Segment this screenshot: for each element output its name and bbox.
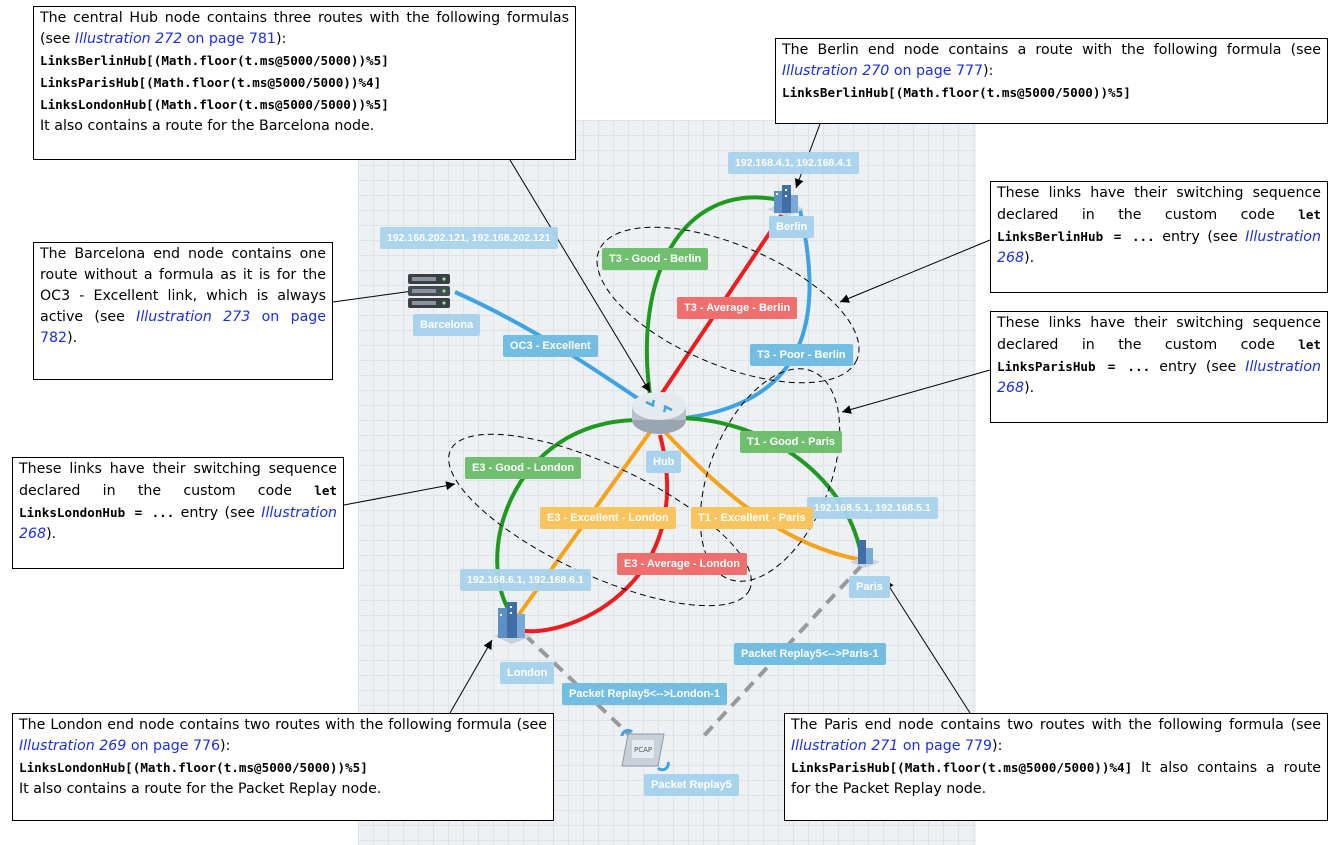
callout-london-links-after: ).: [46, 526, 57, 542]
callout-paris-code1: LinksParisHub[(Math.floor(t.ms@5000/5000…: [791, 760, 1133, 775]
callout-berlin-links: These links have their switching sequenc…: [990, 181, 1328, 293]
link-label-t3-average-berlin[interactable]: T3 - Average - Berlin: [677, 297, 798, 319]
callout-london-links-code: let LinksLondonHub = ...: [19, 483, 337, 520]
callout-berlin-code1: LinksBerlinHub[(Math.floor(t.ms@5000/500…: [782, 85, 1131, 100]
router-icon[interactable]: [630, 386, 688, 438]
callout-hub-code1: LinksBerlinHub[(Math.floor(t.ms@5000/500…: [40, 53, 389, 68]
paris-ip-label: 192.168.5.1, 192.168.5.1: [807, 497, 938, 519]
callout-berlin: The Berlin end node contains a route wit…: [775, 38, 1328, 124]
callout-hub-code3: LinksLondonHub[(Math.floor(t.ms@5000/500…: [40, 97, 389, 112]
building-icon[interactable]: [490, 600, 536, 648]
callout-london-links: These links have their switching sequenc…: [12, 457, 344, 569]
link-label-t3-poor-berlin[interactable]: T3 - Poor - Berlin: [750, 344, 853, 366]
callout-london-ref-ill[interactable]: Illustration 269: [19, 738, 127, 754]
callout-london-links-intro: These links have their switching sequenc…: [19, 461, 337, 499]
berlin-node-label: Berlin: [769, 216, 815, 238]
callout-london-intro: The London end node contains two routes …: [19, 717, 547, 733]
callout-paris-ref-ill[interactable]: Illustration 271: [791, 738, 899, 754]
replay-node-label: Packet Replay5: [644, 774, 739, 796]
callout-barcelona-after: ).: [67, 330, 78, 346]
arrow-hub: [509, 159, 651, 393]
callout-barcelona-ref-page[interactable]: on page 782: [40, 309, 326, 346]
callout-london-ref-page[interactable]: on page 776: [126, 738, 221, 754]
link-label-t1-good-paris[interactable]: T1 - Good - Paris: [740, 431, 843, 453]
callout-hub-code2: LinksParisHub[(Math.floor(t.ms@5000/5000…: [40, 75, 382, 90]
callout-paris-outro: It also contains a route for the Packet …: [791, 760, 1321, 797]
london-node-label: London: [500, 662, 555, 684]
callout-hub-after: ):: [275, 31, 287, 47]
link-label-replay-paris[interactable]: Packet Replay5<-->Paris-1: [734, 643, 886, 665]
callout-london: The London end node contains two routes …: [12, 713, 554, 821]
arrow-barcelona: [332, 286, 421, 303]
london-ip-label: 192.168.6.1, 192.168.6.1: [460, 569, 591, 591]
barcelona-node-label: Barcelona: [413, 314, 481, 336]
link-label-e3-average-london[interactable]: E3 - Average - London: [617, 553, 747, 575]
callout-london-links-ref-ill[interactable]: Illustration 268: [19, 505, 337, 542]
callout-berlin-ref-ill[interactable]: Illustration 270: [782, 63, 890, 79]
arrow-paris: [884, 579, 971, 714]
callout-berlin-links-intro: These links have their switching sequenc…: [997, 185, 1321, 223]
arrow-london-links: [343, 481, 456, 506]
callout-paris-after: ):: [992, 738, 1003, 754]
callout-berlin-intro: The Berlin end node contains a route wit…: [782, 42, 1321, 58]
callout-paris-links-after: ).: [1024, 380, 1035, 396]
callout-paris-links: These links have their switching sequenc…: [990, 311, 1328, 423]
callout-hub-intro: The central Hub node contains three rout…: [40, 10, 569, 47]
link-label-replay-london[interactable]: Packet Replay5<-->London-1: [562, 683, 727, 705]
callout-london-code1: LinksLondonHub[(Math.floor(t.ms@5000/500…: [19, 760, 368, 775]
arrow-berlin-links: [839, 239, 991, 303]
callout-paris-links-mid: entry (see: [1150, 359, 1246, 375]
callout-london-links-mid: entry (see: [174, 505, 262, 521]
callout-berlin-links-mid: entry (see: [1154, 229, 1246, 245]
barcelona-ip-label: 192.168.202.121, 192.168.202.121: [380, 227, 558, 249]
link-t3-poor-berlin[interactable]: [684, 209, 812, 420]
berlin-links-group: [596, 226, 860, 384]
building-icon[interactable]: [764, 183, 808, 221]
callout-paris: The Paris end node contains two routes w…: [784, 713, 1328, 821]
callout-paris-intro: The Paris end node contains two routes w…: [791, 717, 1321, 733]
callout-hub-ref-page[interactable]: on page 781: [182, 31, 276, 47]
callout-berlin-after: ):: [983, 63, 994, 79]
link-label-oc3-excellent[interactable]: OC3 - Excellent: [503, 335, 598, 357]
callout-berlin-links-ref-ill[interactable]: Illustration 268: [997, 229, 1321, 266]
server-icon[interactable]: [406, 272, 452, 310]
svg-text:PCAP: PCAP: [634, 746, 652, 754]
callout-paris-links-code: let LinksParisHub = ...: [997, 337, 1321, 374]
callout-london-outro: It also contains a route for the Packet …: [19, 781, 382, 797]
callout-berlin-links-after: ).: [1024, 250, 1035, 266]
pcap-icon[interactable]: PCAP: [618, 726, 672, 774]
callout-hub-ref-ill[interactable]: Illustration 272: [74, 31, 183, 47]
link-t1-good-paris[interactable]: [679, 416, 864, 561]
callout-barcelona: The Barcelona end node contains one rout…: [33, 242, 333, 380]
link-replay-london[interactable]: [523, 633, 642, 747]
callout-paris-links-intro: These links have their switching sequenc…: [997, 315, 1321, 353]
arrow-paris-links: [841, 369, 991, 414]
paris-node-label: Paris: [849, 576, 890, 598]
callout-barcelona-ref-ill[interactable]: Illustration 273: [136, 309, 251, 325]
callout-paris-links-ref-ill[interactable]: Illustration 268: [997, 359, 1322, 396]
callout-berlin-ref-page[interactable]: on page 777: [889, 63, 984, 79]
link-label-t3-good-berlin[interactable]: T3 - Good - Berlin: [602, 248, 709, 270]
building-icon[interactable]: [848, 538, 882, 572]
callout-london-after: ):: [220, 738, 231, 754]
callout-barcelona-intro: The Barcelona end node contains one rout…: [40, 246, 326, 325]
callout-paris-ref-page[interactable]: on page 779: [898, 738, 993, 754]
link-label-e3-good-london[interactable]: E3 - Good - London: [465, 457, 582, 479]
link-label-e3-excellent-london[interactable]: E3 - Excellent - London: [540, 507, 676, 529]
arrow-london: [449, 639, 493, 714]
callout-hub: The central Hub node contains three rout…: [33, 6, 576, 160]
callout-berlin-links-code: let LinksBerlinHub = ...: [997, 207, 1321, 244]
berlin-ip-label: 192.168.4.1, 192.168.4.1: [728, 152, 859, 174]
callout-hub-outro: It also contains a route for the Barcelo…: [40, 118, 375, 134]
link-label-t1-excellent-paris[interactable]: T1 - Excellent - Paris: [691, 507, 813, 529]
hub-node-label: Hub: [646, 451, 682, 473]
link-e3-average-london[interactable]: [519, 434, 669, 634]
link-e3-good-london[interactable]: [495, 418, 641, 622]
